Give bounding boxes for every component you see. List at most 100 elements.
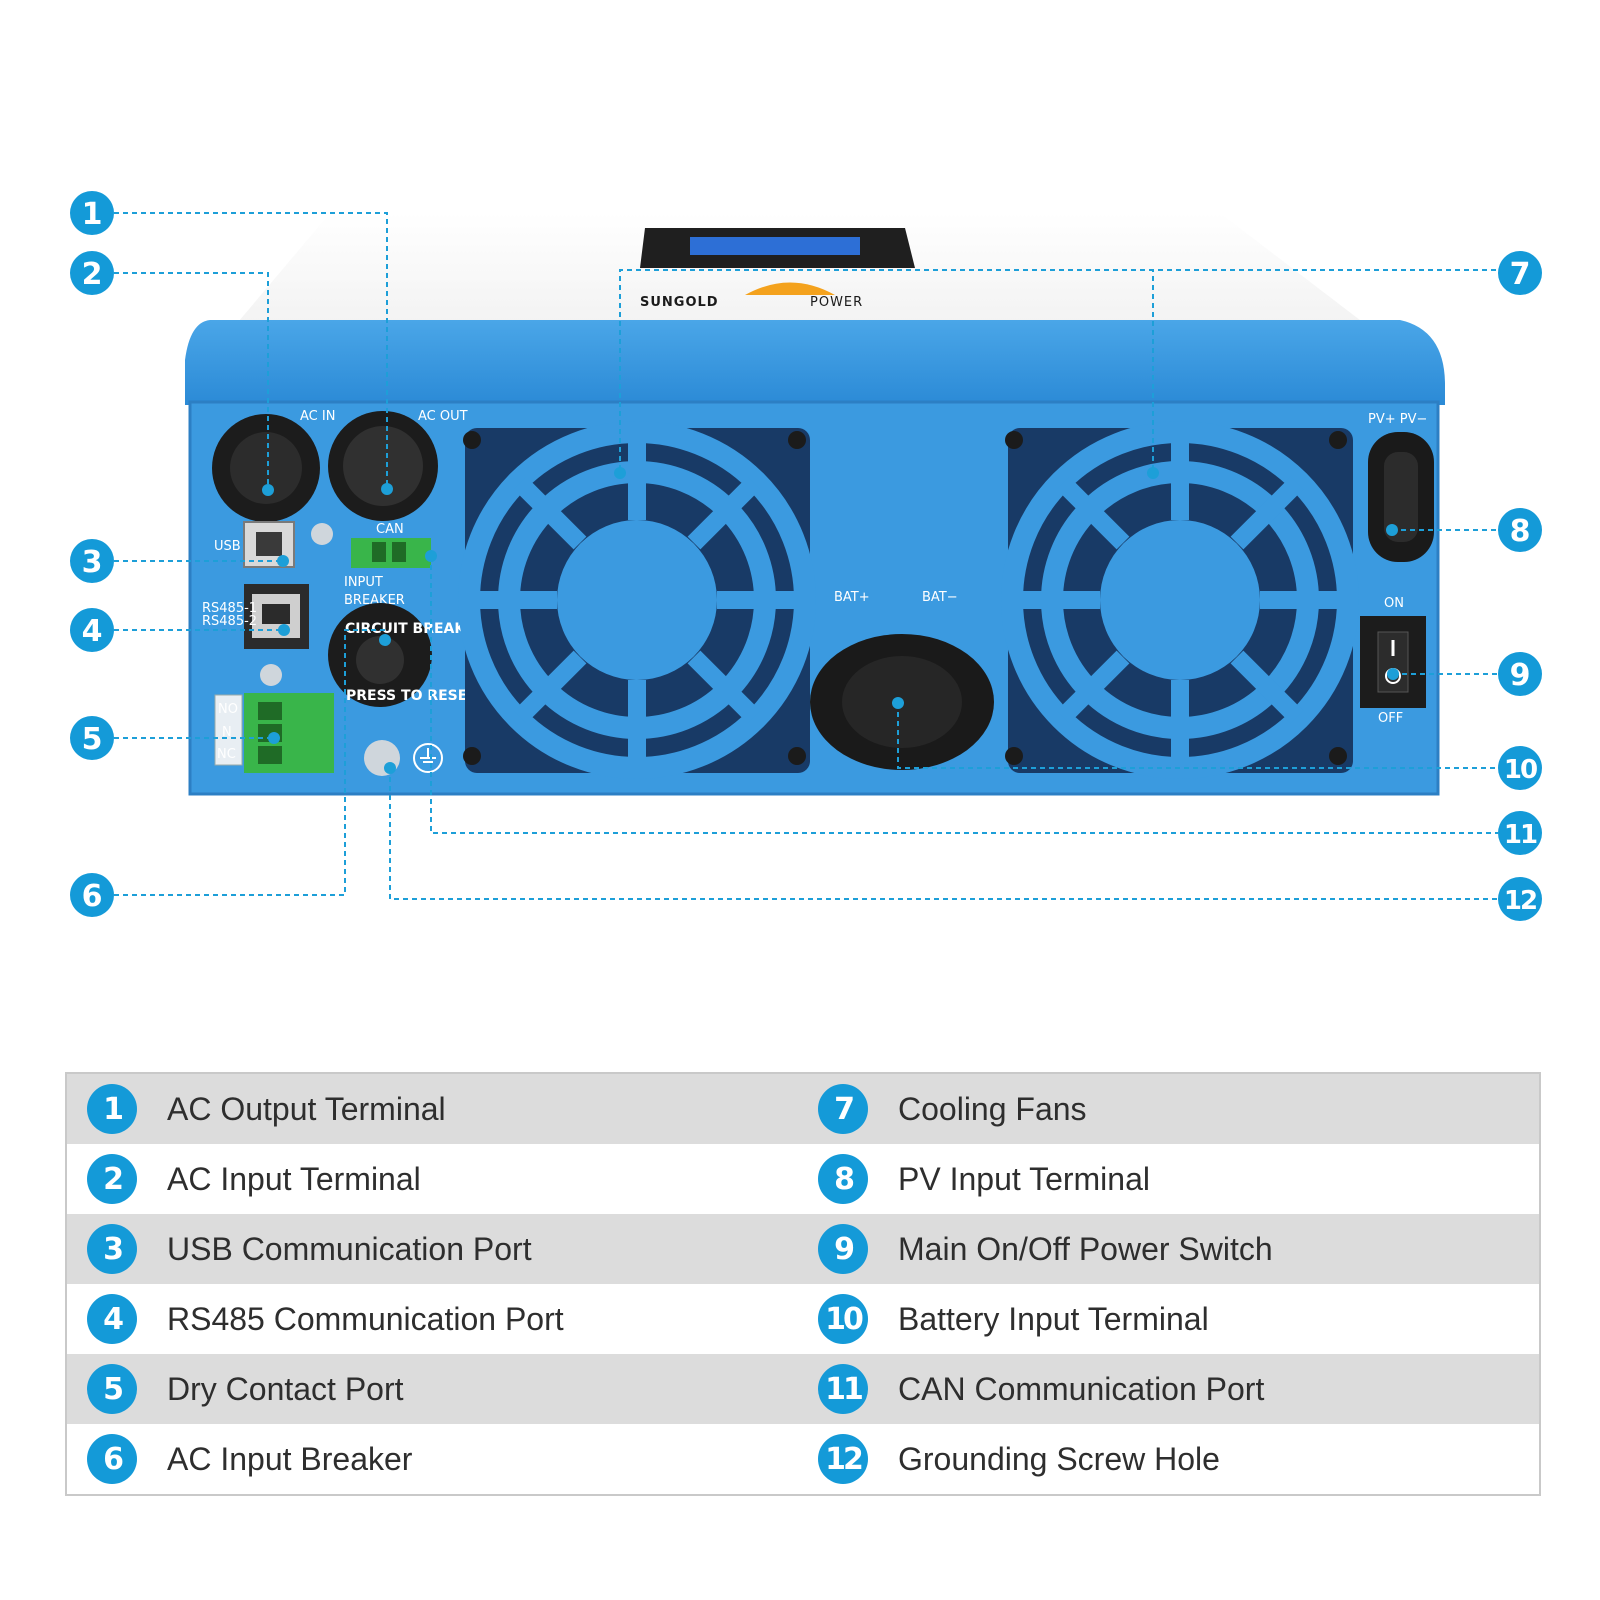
legend-label: Grounding Screw Hole: [898, 1440, 1220, 1477]
callout-1: 1: [70, 191, 114, 235]
callout-6: 6: [70, 873, 114, 917]
pv-terminal: PV+ PV−: [1368, 412, 1434, 562]
legend-item: 7 Cooling Fans: [808, 1074, 1539, 1144]
legend-label: Cooling Fans: [898, 1090, 1087, 1127]
legend-label: PV Input Terminal: [898, 1160, 1150, 1197]
legend-number-badge: 2: [87, 1154, 137, 1204]
svg-text:NC: NC: [217, 747, 236, 762]
legend-item: 11 CAN Communication Port: [808, 1354, 1539, 1424]
legend-label: Battery Input Terminal: [898, 1300, 1209, 1337]
svg-text:AC OUT: AC OUT: [418, 409, 468, 424]
legend-label: AC Input Breaker: [167, 1440, 413, 1477]
callout-10: 10: [1498, 746, 1542, 790]
svg-text:INPUT: INPUT: [344, 575, 383, 590]
dry-contact-port: NO N NC: [214, 693, 334, 773]
legend-number-badge: 12: [818, 1434, 868, 1484]
legend-label: RS485 Communication Port: [167, 1300, 564, 1337]
legend-row: 2 AC Input Terminal 8 PV Input Terminal: [67, 1144, 1539, 1214]
svg-text:PRESS TO RESET: PRESS TO RESET: [346, 688, 477, 704]
svg-text:N: N: [222, 725, 232, 740]
svg-text:CIRCUIT BREAKER: CIRCUIT BREAKER: [345, 621, 486, 637]
inverter-diagram: SUNGOLD POWER AC IN AC OUT USB CAN RS485…: [70, 191, 1542, 921]
legend-item: 2 AC Input Terminal: [67, 1144, 808, 1214]
legend-label: Main On/Off Power Switch: [898, 1230, 1273, 1267]
legend-number-badge: 8: [818, 1154, 868, 1204]
legend-label: CAN Communication Port: [898, 1370, 1265, 1407]
svg-text:NO: NO: [218, 702, 238, 717]
leader-endpoint-dots: [262, 467, 1399, 774]
legend-number-badge: 5: [87, 1364, 137, 1414]
legend-number-badge: 4: [87, 1294, 137, 1344]
svg-text:SUNGOLD: SUNGOLD: [640, 295, 719, 310]
usb-port: USB: [214, 521, 295, 568]
svg-text:BAT+: BAT+: [834, 590, 870, 605]
legend-label: Dry Contact Port: [167, 1370, 404, 1407]
rs485-port: RS485-1 RS485-2: [202, 584, 309, 649]
callout-4: 4: [70, 608, 114, 652]
svg-text:10: 10: [1504, 755, 1537, 785]
callout-12: 12: [1498, 877, 1542, 921]
legend-row: 4 RS485 Communication Port 10 Battery In…: [67, 1284, 1539, 1354]
legend-item: 5 Dry Contact Port: [67, 1354, 808, 1424]
legend-item: 3 USB Communication Port: [67, 1214, 808, 1284]
legend-row: 6 AC Input Breaker 12 Grounding Screw Ho…: [67, 1424, 1539, 1494]
brand-logo: SUNGOLD POWER: [640, 282, 863, 310]
svg-text:7: 7: [1510, 257, 1531, 292]
svg-text:RS485-2: RS485-2: [202, 614, 257, 629]
callout-3: 3: [70, 539, 114, 583]
lcd-screen: [690, 237, 860, 255]
ac-in-terminal: AC IN: [212, 409, 335, 522]
svg-text:3: 3: [82, 545, 103, 580]
legend-table: 1 AC Output Terminal 7 Cooling Fans 2 AC…: [65, 1072, 1541, 1496]
callout-9: 9: [1498, 652, 1542, 696]
svg-text:AC IN: AC IN: [300, 409, 335, 424]
legend-item: 12 Grounding Screw Hole: [808, 1424, 1539, 1494]
legend-item: 6 AC Input Breaker: [67, 1424, 808, 1494]
svg-text:5: 5: [82, 722, 103, 757]
svg-text:OFF: OFF: [1378, 711, 1403, 726]
callout-11: 11: [1498, 811, 1542, 855]
legend-number-badge: 3: [87, 1224, 137, 1274]
chassis-top-lip: [185, 320, 1445, 405]
svg-text:12: 12: [1504, 886, 1536, 916]
cooling-fan-right: [1001, 421, 1359, 779]
svg-text:8: 8: [1510, 514, 1531, 549]
legend-label: USB Communication Port: [167, 1230, 532, 1267]
svg-text:RS485-1: RS485-1: [202, 601, 257, 616]
legend-number-badge: 1: [87, 1084, 137, 1134]
legend-item: 9 Main On/Off Power Switch: [808, 1214, 1539, 1284]
legend-number-badge: 9: [818, 1224, 868, 1274]
legend-label: AC Input Terminal: [167, 1160, 421, 1197]
can-port: CAN: [351, 522, 431, 568]
svg-text:POWER: POWER: [810, 295, 863, 310]
callout-8: 8: [1498, 508, 1542, 552]
legend-row: 5 Dry Contact Port 11 CAN Communication …: [67, 1354, 1539, 1424]
svg-text:9: 9: [1510, 658, 1531, 693]
svg-text:BAT−: BAT−: [922, 590, 958, 605]
panel-screw: [311, 523, 333, 545]
legend-number-badge: 6: [87, 1434, 137, 1484]
svg-text:6: 6: [82, 879, 103, 914]
svg-text:4: 4: [82, 614, 103, 649]
legend-item: 1 AC Output Terminal: [67, 1074, 808, 1144]
panel-screw: [260, 664, 282, 686]
svg-text:USB: USB: [214, 539, 241, 554]
legend-item: 8 PV Input Terminal: [808, 1144, 1539, 1214]
legend-number-badge: 11: [818, 1364, 868, 1414]
cooling-fan-left: [458, 421, 816, 779]
ac-out-terminal: AC OUT: [328, 409, 468, 521]
callout-2: 2: [70, 251, 114, 295]
legend-number-badge: 7: [818, 1084, 868, 1134]
legend-item: 10 Battery Input Terminal: [808, 1284, 1539, 1354]
svg-text:PV+ PV−: PV+ PV−: [1368, 412, 1427, 427]
power-switch: ON OFF: [1360, 596, 1426, 726]
svg-text:2: 2: [82, 257, 103, 292]
callout-7: 7: [1498, 251, 1542, 295]
legend-item: 4 RS485 Communication Port: [67, 1284, 808, 1354]
svg-text:ON: ON: [1384, 596, 1404, 611]
legend-row: 3 USB Communication Port 9 Main On/Off P…: [67, 1214, 1539, 1284]
callout-5: 5: [70, 716, 114, 760]
leader-lines: [114, 212, 1498, 900]
svg-text:1: 1: [82, 197, 103, 232]
legend-number-badge: 10: [818, 1294, 868, 1344]
